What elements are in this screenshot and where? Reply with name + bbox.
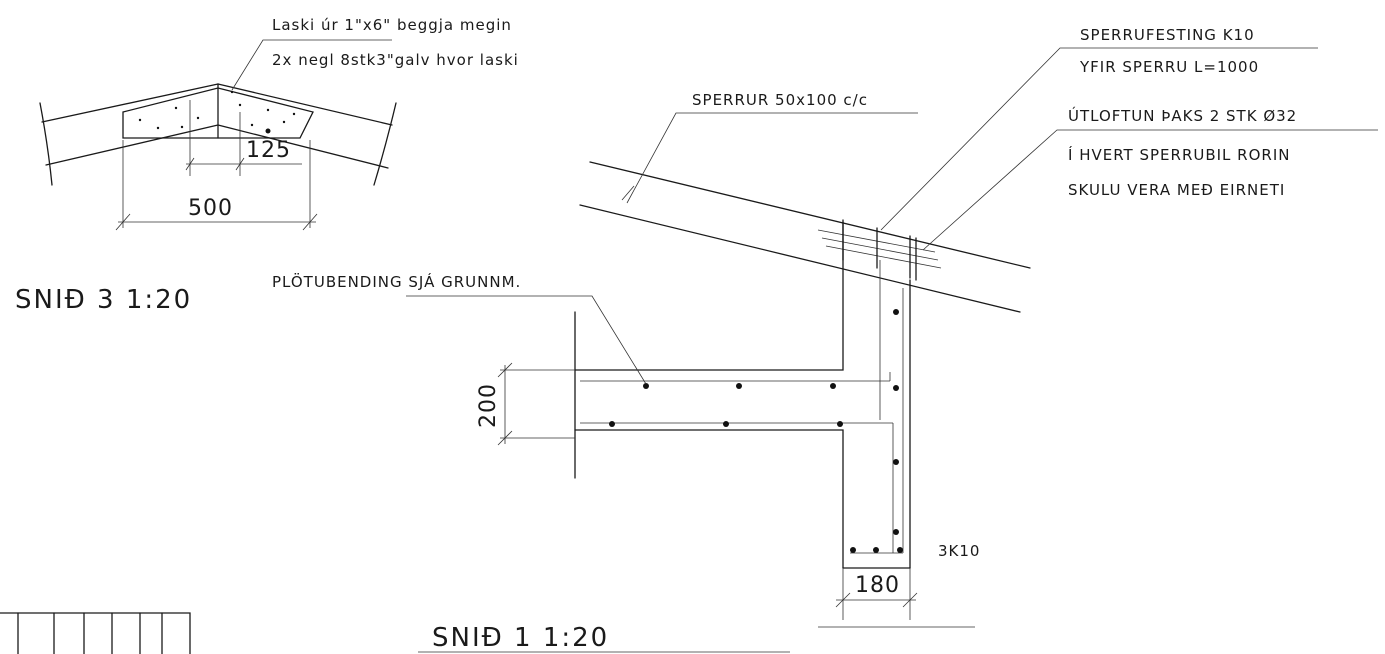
dimension-200-label: 200 xyxy=(476,383,501,428)
section-1-wall-detail: SPERRUR 50x100 c/c SPERRUFESTING K10 YFI… xyxy=(272,26,1378,653)
utloftun-note-line3: SKULU VERA MEÐ EIRNETI xyxy=(1068,181,1285,199)
sperrufesting-note-line2: YFIR SPERRU L=1000 xyxy=(1079,58,1259,76)
rebar-bottom-label: 3K10 xyxy=(938,542,980,560)
sperrur-leader xyxy=(626,112,918,204)
dimension-180: 180 xyxy=(835,573,918,608)
dimension-500-label: 500 xyxy=(188,196,233,221)
rebar-dots xyxy=(609,309,903,553)
dimension-180-label: 180 xyxy=(855,573,900,598)
rafter-right-end xyxy=(373,102,397,186)
utloftun-note-line1: ÚTLOFTUN ÞAKS 2 STK Ø32 xyxy=(1068,106,1297,125)
dimension-125: 125 xyxy=(185,100,302,176)
laski-note-line2: 2x negl 8stk3"galv hvor laski xyxy=(272,51,519,69)
rafter-right-bottom xyxy=(217,124,389,169)
roof-rafter-bottom xyxy=(579,204,1021,313)
sperrufesting-note-line1: SPERRUFESTING K10 xyxy=(1080,26,1255,44)
splice-plate xyxy=(122,87,314,139)
slab-bottom-and-wall-inner xyxy=(574,429,844,569)
dimension-500: 500 xyxy=(115,140,318,231)
section-3-ridge-detail: Laski úr 1"x6" beggja megin 2x negl 8stk… xyxy=(15,16,519,315)
utloftun-note-line2: Í HVERT SPERRUBIL RORIN xyxy=(1068,145,1290,164)
rafter-left-bottom xyxy=(45,124,219,166)
rafter-left-top xyxy=(41,83,219,123)
splice-plate-nails xyxy=(138,90,296,134)
dimension-200: 200 xyxy=(476,362,575,446)
rafter-fixing-bars xyxy=(817,219,942,281)
rafter-left-end xyxy=(39,102,53,186)
slab-reinforcement xyxy=(580,260,904,554)
utloftun-leader xyxy=(922,129,1378,251)
laski-note-line1: Laski úr 1"x6" beggja megin xyxy=(272,16,512,34)
section-3-title: SNIÐ 3 1:20 xyxy=(15,285,192,315)
sperrufesting-leader xyxy=(880,47,1318,231)
plotubending-leader xyxy=(406,295,647,385)
laski-leader xyxy=(231,39,392,91)
section-1-title: SNIÐ 1 1:20 xyxy=(432,623,609,653)
rafter-right-top xyxy=(217,83,393,126)
dimension-125-label: 125 xyxy=(246,138,291,163)
partial-elevation-fragment xyxy=(0,612,191,654)
sperrur-note: SPERRUR 50x100 c/c xyxy=(692,91,868,109)
plotubending-note: PLÖTUBENDING SJÁ GRUNNM. xyxy=(272,272,521,291)
wall-inner-face-upper xyxy=(574,221,844,371)
roof-rafter-top xyxy=(589,161,1031,269)
